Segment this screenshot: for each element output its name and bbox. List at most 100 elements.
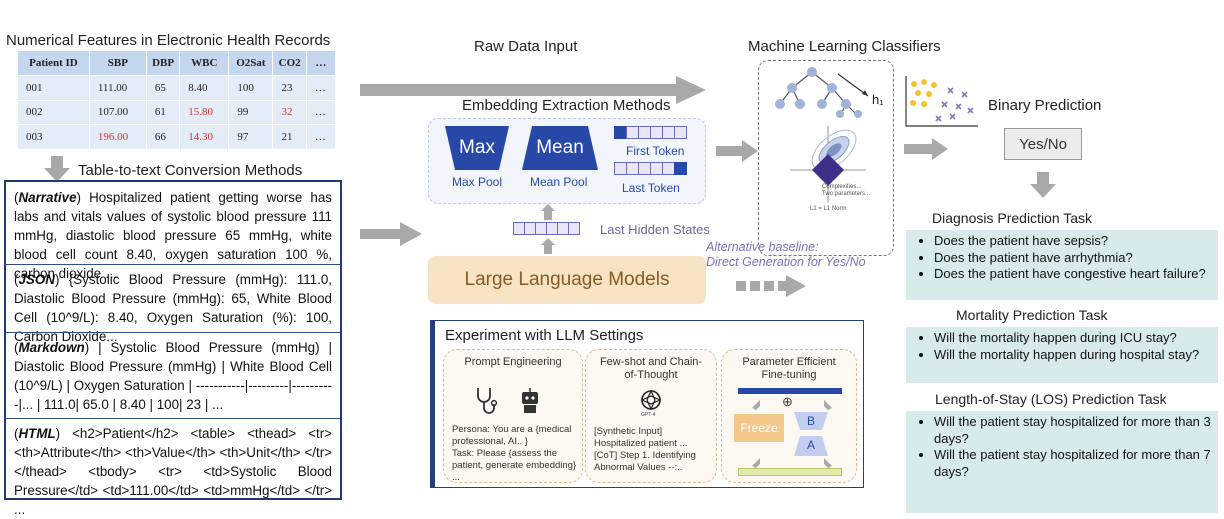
ehr-cell: 32 [272, 99, 307, 125]
html-section: (HTML) <h2>Patient</h2> <table> <thead> … [14, 426, 332, 517]
openai-logo-icon [640, 389, 662, 411]
mortality-task-title: Mortality Prediction Task [956, 307, 1108, 323]
ehr-cell: 15.80 [179, 99, 230, 125]
ehr-cell: 65 [146, 75, 181, 100]
fewshot-card: Few-shot and Chain-of-Thought GPT-4 [Syn… [585, 349, 717, 483]
ml-title: Machine Learning Classifiers [748, 38, 941, 55]
task-question: Does the patient have arrhythmia? [934, 250, 1218, 267]
embedding-title: Embedding Extraction Methods [462, 97, 671, 114]
up-arrows-icon [752, 458, 832, 468]
ehr-cell: 111.00 [89, 75, 147, 100]
complex-caption: Complexities... Two parameters... [822, 184, 871, 197]
task-question: Will the patient stay hospitalized for m… [934, 414, 1218, 447]
peft-card: Parameter Efficient Fine-tuning ⊕ Freeze… [721, 349, 857, 483]
lora-ab-icon [794, 412, 828, 456]
last-token-label: Last Token [622, 181, 680, 195]
conversion-title: Table-to-text Conversion Methods [78, 162, 303, 179]
right-arrow-icon [360, 76, 706, 104]
ehr-cell: 97 [228, 124, 274, 149]
task-question: Does the patient have congestive heart f… [934, 266, 1218, 283]
hidden-states-row [513, 222, 580, 240]
up-arrow-icon [541, 238, 555, 254]
last-token-row [614, 162, 687, 180]
mean-label: Mean [536, 137, 584, 158]
task-question: Will the mortality happen during ICU sta… [934, 330, 1218, 347]
lora-a-label: A [806, 438, 815, 452]
yes-no-output: Yes/No [1004, 128, 1082, 160]
mean-pool-shape [522, 126, 598, 170]
binary-title: Binary Prediction [988, 97, 1102, 114]
up-arrows-icon [752, 400, 832, 410]
ehr-cell: 8.40 [179, 75, 230, 100]
mortality-task-box: Will the mortality happen during ICU sta… [906, 327, 1218, 383]
los-task-box: Will the patient stay hospitalized for m… [906, 411, 1218, 513]
fewshot-title: Few-shot and Chain-of-Thought [599, 356, 703, 381]
task-question: Will the mortality happen during hospita… [934, 347, 1218, 364]
ehr-cell: 003 [18, 124, 90, 149]
right-arrow-icon [360, 222, 422, 246]
json-section: (JSON) {Systolic Blood Pressure (mmHg): … [14, 272, 333, 344]
narrative-section: (Narrative) Hospitalized patient getting… [14, 190, 332, 281]
right-arrow-icon [716, 140, 758, 162]
l1-caption: L1 = L1 Norm [810, 206, 847, 212]
ehr-header-cell: WBC [179, 51, 230, 76]
peft-input-bar [738, 468, 842, 476]
ehr-cell: 100 [228, 75, 274, 100]
max-pool-caption: Max Pool [452, 175, 503, 189]
ehr-header-cell: O2Sat [228, 51, 274, 76]
raw-input-label: Raw Data Input [474, 38, 578, 55]
up-arrow-icon [541, 204, 555, 220]
stethoscope-robot-icon [477, 388, 538, 414]
freeze-block: Freeze [734, 414, 784, 442]
fewshot-text: [Synthetic Input] Hospitalized patient .… [594, 426, 696, 473]
mean-pool-caption: Mean Pool [530, 175, 588, 189]
ehr-cell: … [306, 99, 337, 125]
first-token-label: First Token [626, 144, 685, 158]
llm-box: Large Language Models [428, 256, 706, 304]
ehr-header-cell: CO2 [272, 51, 307, 76]
divider [6, 332, 340, 333]
hidden-states-label: Last Hidden States [600, 222, 710, 237]
task-question: Will the patient stay hospitalized for m… [934, 447, 1218, 480]
los-task-title: Length-of-Stay (LOS) Prediction Task [935, 391, 1167, 407]
ehr-header-cell: Patient ID [18, 51, 90, 76]
prompt-text: Persona: You are a {medical professional… [452, 424, 577, 483]
peft-title: Parameter Efficient Fine-tuning [742, 356, 836, 381]
ehr-header-cell: SBP [89, 51, 147, 76]
down-arrow-icon [1030, 172, 1056, 198]
ehr-header-cell: … [306, 51, 337, 76]
ehr-cell: … [306, 75, 337, 100]
regularization-contour-icon [790, 126, 866, 202]
down-arrow-icon [44, 156, 70, 182]
ehr-cell: 99 [228, 99, 274, 125]
ehr-cell: … [306, 124, 337, 149]
diagnosis-task-box: Does the patient have sepsis? Does the p… [906, 230, 1218, 300]
ehr-cell: 61 [146, 99, 181, 125]
ehr-cell: 23 [272, 75, 307, 100]
table-to-text-panel: (Narrative) Hospitalized patient getting… [4, 180, 342, 517]
dashed-arrow-icon [736, 275, 806, 297]
divider [6, 418, 340, 419]
max-pool-shape [445, 126, 509, 170]
prompt-title: Prompt Engineering [464, 356, 562, 368]
gpt-label: GPT-4 [641, 412, 656, 418]
first-token-row [614, 126, 687, 144]
decision-tree-icon [775, 67, 869, 118]
ml-classifiers-box [758, 60, 894, 256]
experiment-title: Experiment with LLM Settings [445, 327, 644, 344]
ehr-header-cell: DBP [146, 51, 181, 76]
peft-output-bar [738, 388, 842, 394]
ehr-cell: 196.00 [89, 124, 147, 149]
prompt-engineering-card: Prompt Engineering Persona: You are a {m… [443, 349, 583, 483]
plus-icon: ⊕ [782, 394, 793, 409]
task-question: Does the patient have sepsis? [934, 233, 1218, 250]
right-arrow-icon [904, 138, 948, 160]
diagnosis-task-title: Diagnosis Prediction Task [932, 210, 1093, 226]
experiment-box: Experiment with LLM Settings Prompt Engi… [430, 320, 864, 488]
lora-b-label: B [806, 414, 815, 428]
ehr-cell: 107.00 [89, 99, 147, 125]
